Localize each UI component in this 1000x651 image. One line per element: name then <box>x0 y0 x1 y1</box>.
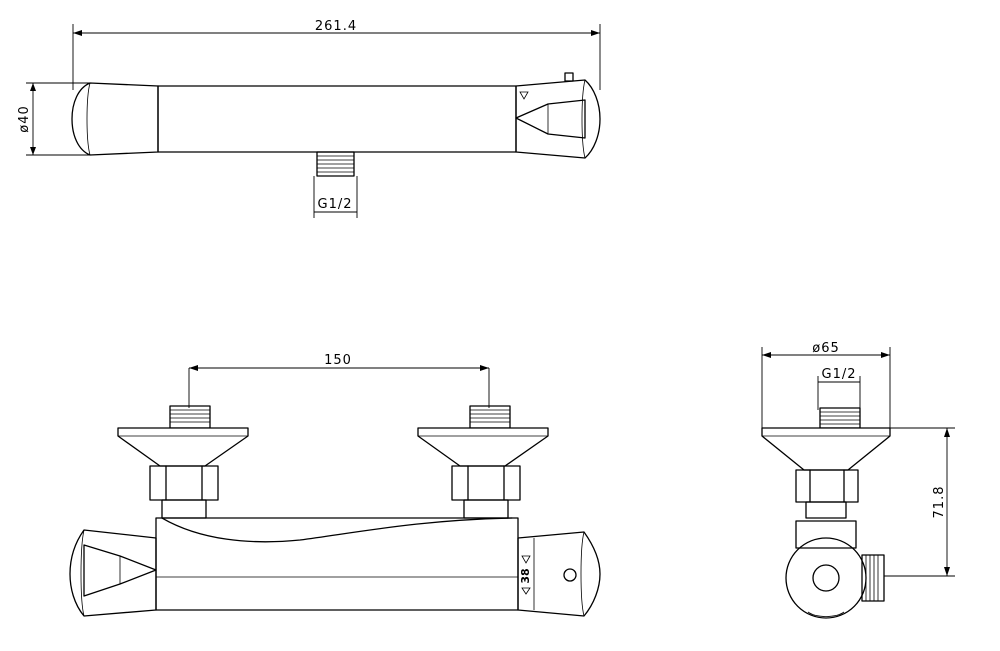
left-connector <box>117 405 249 519</box>
front-body <box>155 517 519 611</box>
front-view: 150 <box>69 353 601 617</box>
side-thread-label: G1/2 <box>822 367 857 382</box>
inlet-thread-label: G1/2 <box>318 197 353 212</box>
right-handle <box>515 72 601 159</box>
top-view: 261.4 ø40 G1/2 <box>17 19 601 218</box>
front-left-cap <box>69 529 157 617</box>
inlet-thread: G1/2 <box>313 151 358 218</box>
side-flange <box>761 427 891 471</box>
handle-button <box>563 568 577 582</box>
length-dimension: 261.4 <box>72 19 601 90</box>
side-diameter-label: ø65 <box>812 341 840 356</box>
side-thread <box>819 407 861 429</box>
front-right-handle: 38 <box>517 531 601 617</box>
side-bore <box>812 564 840 592</box>
side-diameter-dimension: ø65 <box>761 341 891 428</box>
side-height-label: 71.8 <box>932 486 947 519</box>
diameter-label: ø40 <box>17 105 32 133</box>
side-thread-dimension: G1/2 <box>817 367 861 410</box>
side-view: ø65 G1/2 <box>761 341 955 619</box>
side-outlet <box>861 554 885 602</box>
center-distance-label: 150 <box>324 353 352 368</box>
left-cap <box>71 82 159 156</box>
diameter-dimension: ø40 <box>17 82 90 156</box>
center-distance-dimension: 150 <box>188 353 490 408</box>
mixer-body <box>157 85 517 153</box>
side-body <box>785 520 867 619</box>
right-connector <box>417 405 549 519</box>
length-label: 261.4 <box>315 19 357 34</box>
dial-mark: 38 <box>519 568 532 583</box>
side-height-dimension: 71.8 <box>884 427 955 577</box>
side-nut <box>795 469 859 519</box>
